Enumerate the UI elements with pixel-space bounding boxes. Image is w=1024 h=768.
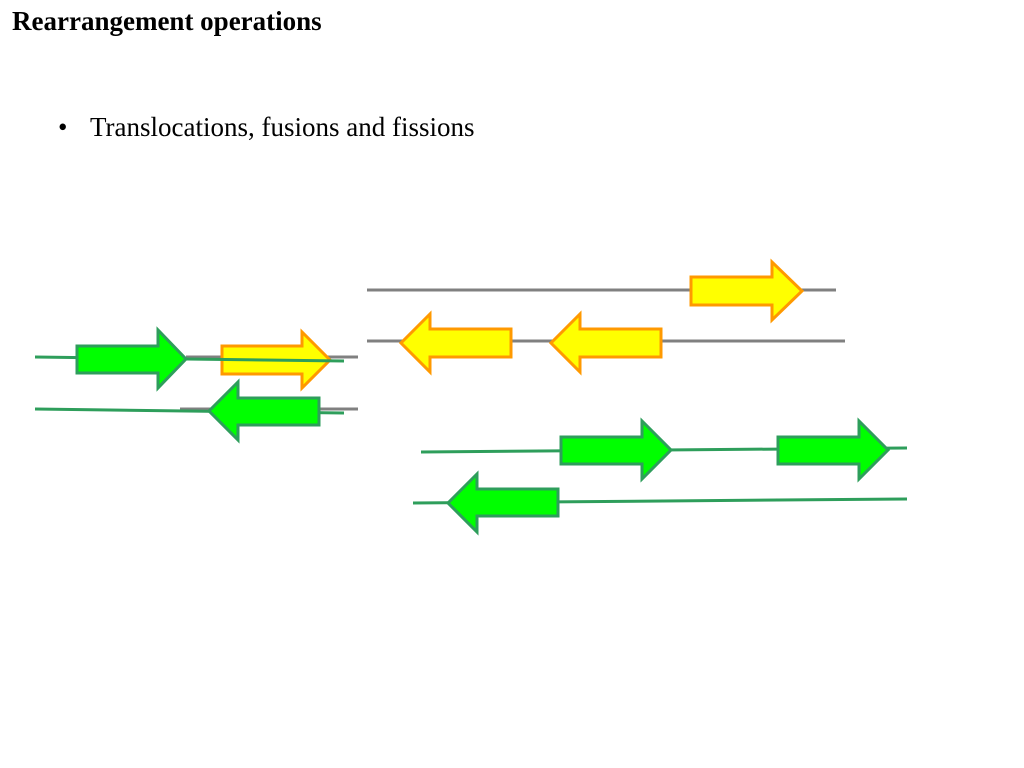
bullet-list: • Translocations, fusions and fissions bbox=[58, 112, 475, 143]
yellow-gene-middle-reverse-1 bbox=[398, 310, 513, 376]
green-gene-left-forward bbox=[75, 326, 189, 392]
green-gene-left-reverse bbox=[206, 378, 321, 444]
bullet-marker: • bbox=[58, 112, 68, 142]
green-gene-bottom-reverse bbox=[445, 470, 560, 536]
bullet-text: Translocations, fusions and fissions bbox=[90, 112, 475, 142]
yellow-gene-middle-reverse-2 bbox=[548, 310, 663, 376]
bullet-item: • Translocations, fusions and fissions bbox=[58, 112, 475, 143]
green-gene-right-forward-1 bbox=[559, 417, 674, 483]
green-gene-right-forward-2 bbox=[776, 417, 891, 483]
yellow-gene-top-forward bbox=[689, 258, 805, 324]
slide-title: Rearrangement operations bbox=[12, 6, 322, 36]
